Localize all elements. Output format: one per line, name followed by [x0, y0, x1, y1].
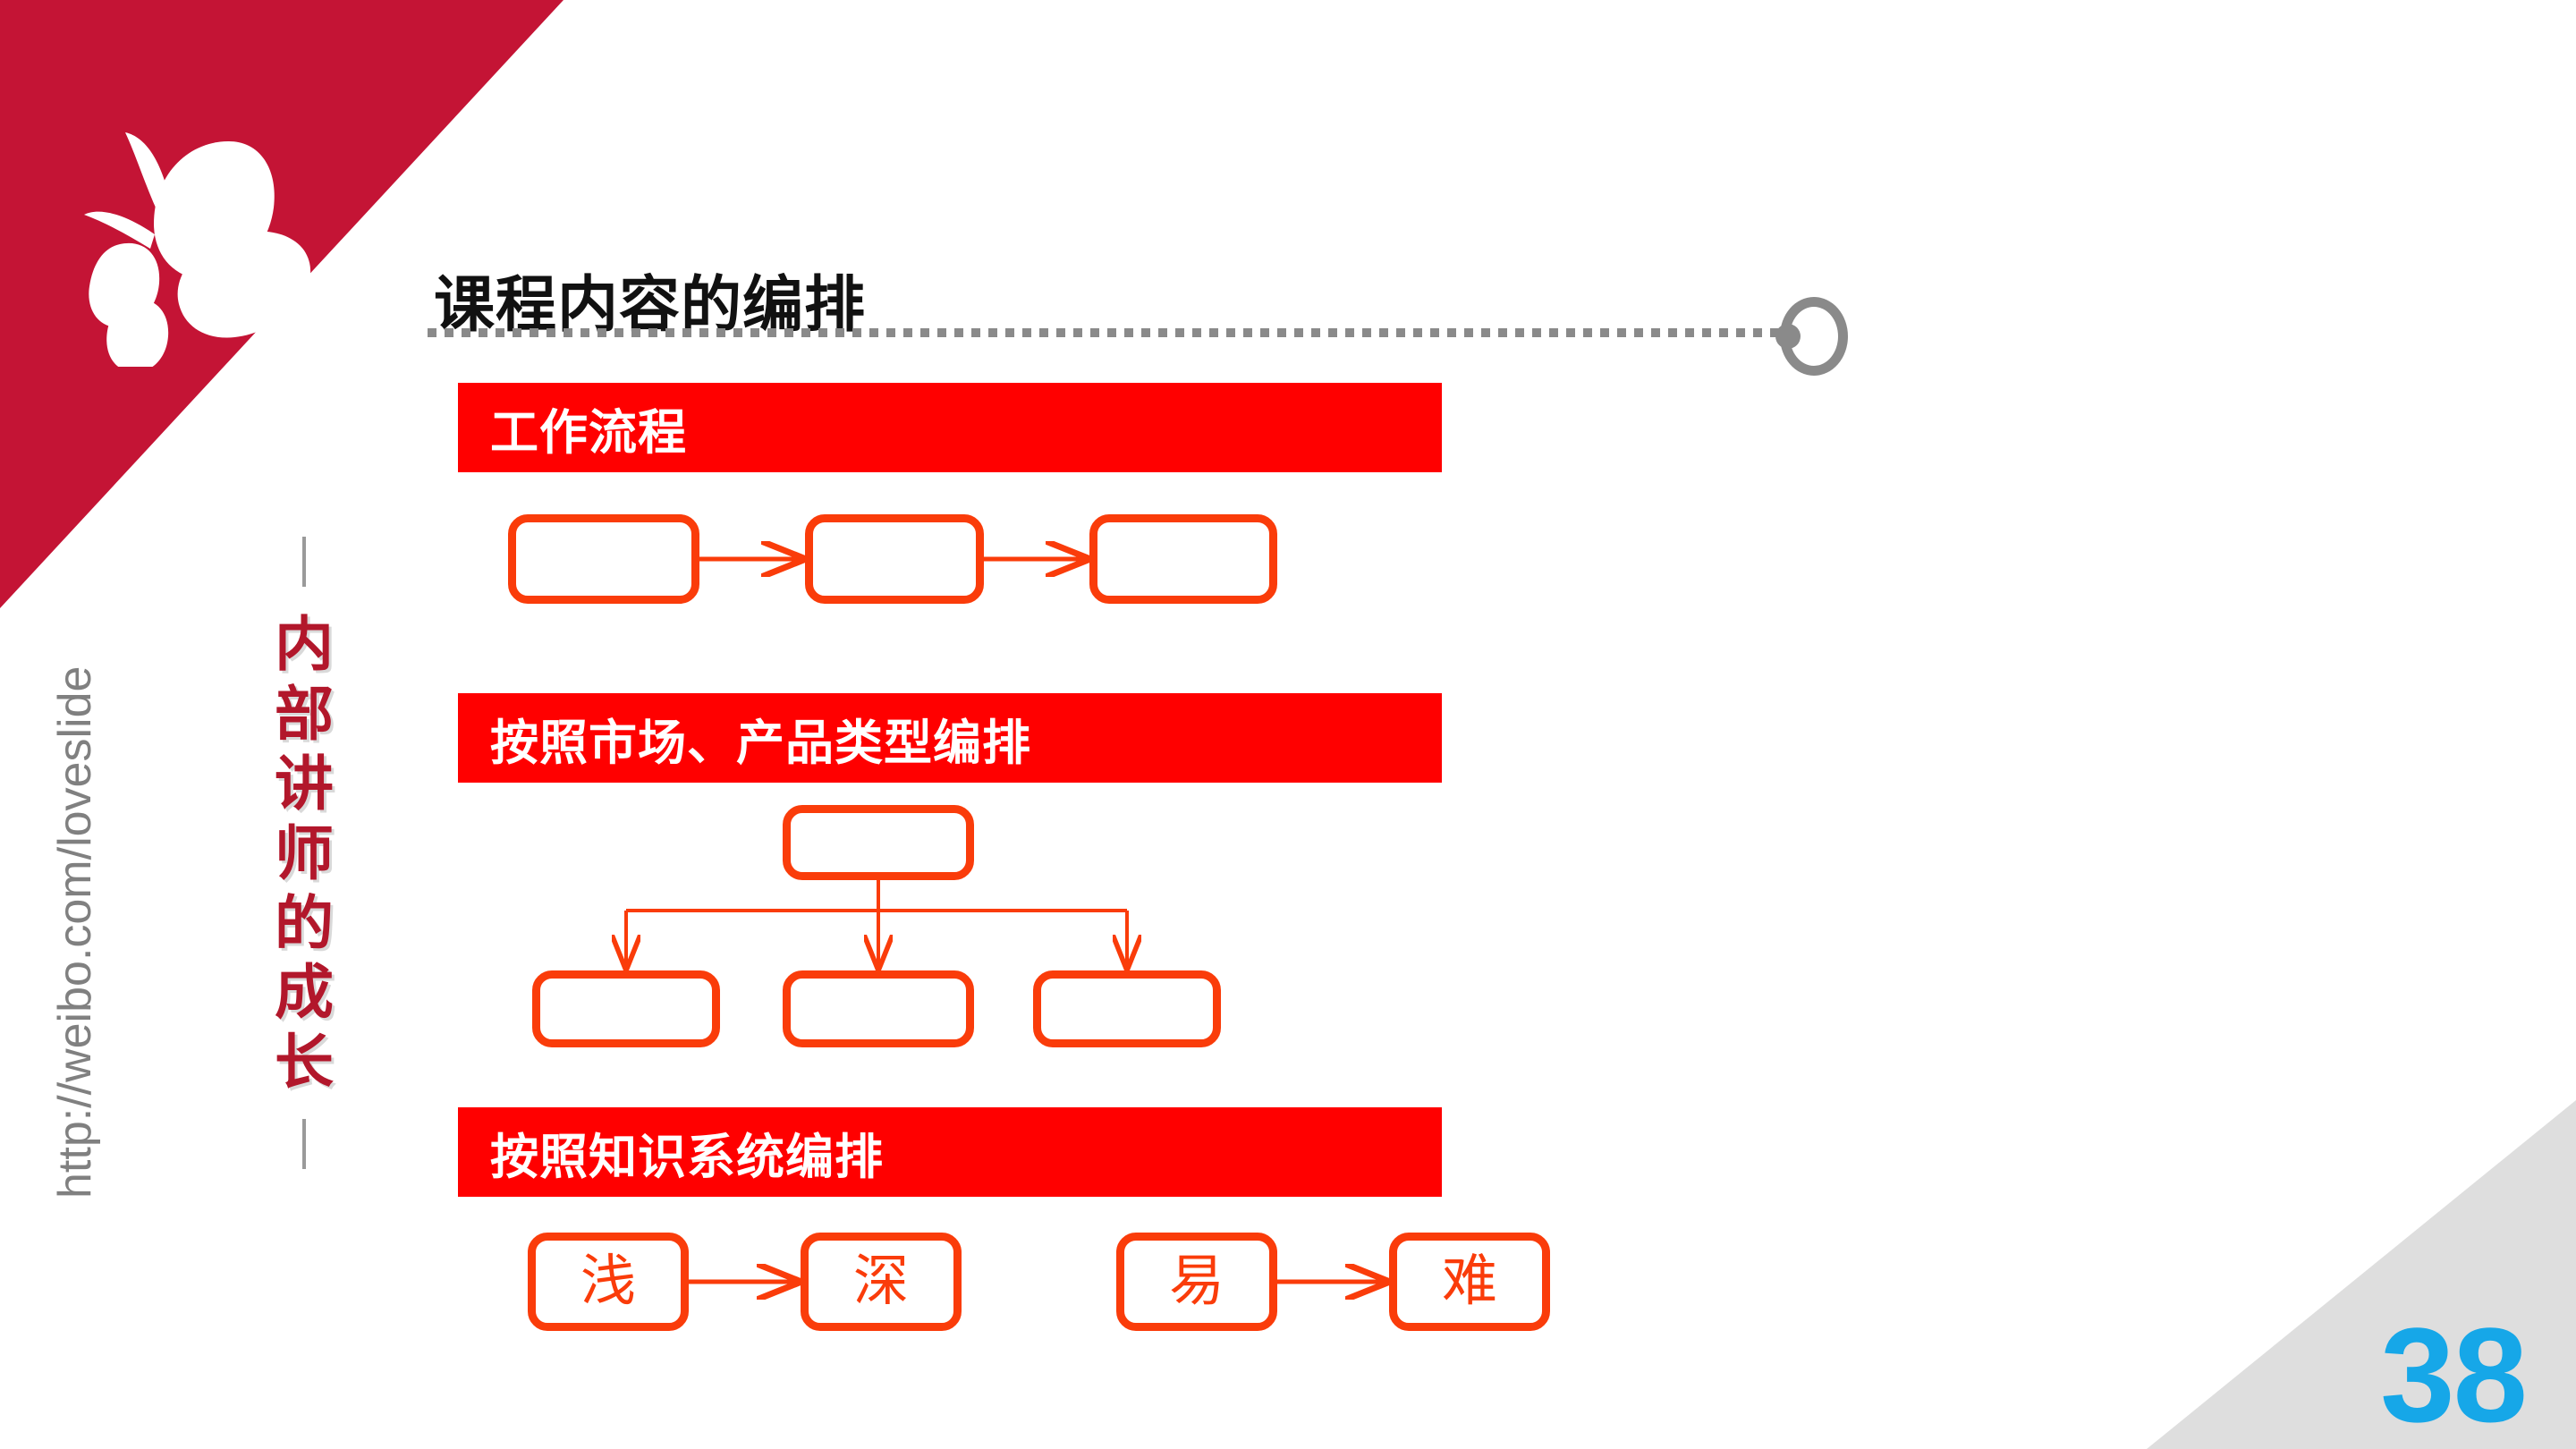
section-banner-workflow: 工作流程 — [458, 383, 1442, 472]
vertical-title-char: 成 — [275, 959, 334, 1026]
vertical-title-dash-top — [302, 537, 306, 587]
corner-triangle-gray-decoration — [2147, 1100, 2576, 1449]
vertical-title-dash-bottom — [302, 1119, 306, 1170]
vertical-title-char: 的 — [275, 889, 334, 956]
page-number: 38 — [2380, 1300, 2528, 1449]
title-end-dot-icon — [1775, 324, 1801, 349]
workflow-box-2[interactable] — [805, 514, 984, 604]
knowledge-box-hard[interactable]: 难 — [1389, 1233, 1550, 1331]
knowledge-box-hard-label: 难 — [1441, 1250, 1497, 1312]
workflow-box-3[interactable] — [1089, 514, 1277, 604]
tree-parent-box[interactable] — [783, 805, 974, 880]
vertical-title-char: 内 — [275, 611, 334, 677]
workflow-box-1[interactable] — [508, 514, 699, 604]
weibo-url-label: http://weibo.com/loveslide — [49, 665, 101, 1199]
tree-child-box-2[interactable] — [783, 970, 974, 1047]
vertical-title-characters: 内 部 讲 师 的 成 长 — [275, 610, 334, 1097]
vertical-title-char: 师 — [275, 819, 334, 886]
butterfly-logo-icon — [84, 132, 311, 367]
tree-child-box-3[interactable] — [1033, 970, 1221, 1047]
vertical-course-title: 内 部 讲 师 的 成 长 — [259, 537, 349, 1170]
knowledge-box-shallow[interactable]: 浅 — [528, 1233, 689, 1331]
section-banner-market-product: 按照市场、产品类型编排 — [458, 693, 1442, 783]
vertical-title-char: 讲 — [275, 750, 334, 817]
knowledge-box-easy-label: 易 — [1168, 1250, 1224, 1312]
page-title: 课程内容的编排 — [434, 271, 867, 339]
section-banner-knowledge-system: 按照知识系统编排 — [458, 1107, 1442, 1197]
title-dotted-rule — [428, 328, 1792, 337]
knowledge-box-easy[interactable]: 易 — [1116, 1233, 1277, 1331]
vertical-title-char: 长 — [275, 1029, 334, 1096]
knowledge-box-deep-label: 深 — [852, 1250, 909, 1312]
section-banner-label: 按照知识系统编排 — [490, 1130, 884, 1184]
section-banner-label: 按照市场、产品类型编排 — [490, 716, 1031, 770]
knowledge-box-deep[interactable]: 深 — [801, 1233, 962, 1331]
section-banner-label: 工作流程 — [490, 405, 687, 460]
tree-child-box-1[interactable] — [532, 970, 720, 1047]
knowledge-box-shallow-label: 浅 — [580, 1250, 636, 1312]
vertical-title-char: 部 — [275, 680, 334, 747]
